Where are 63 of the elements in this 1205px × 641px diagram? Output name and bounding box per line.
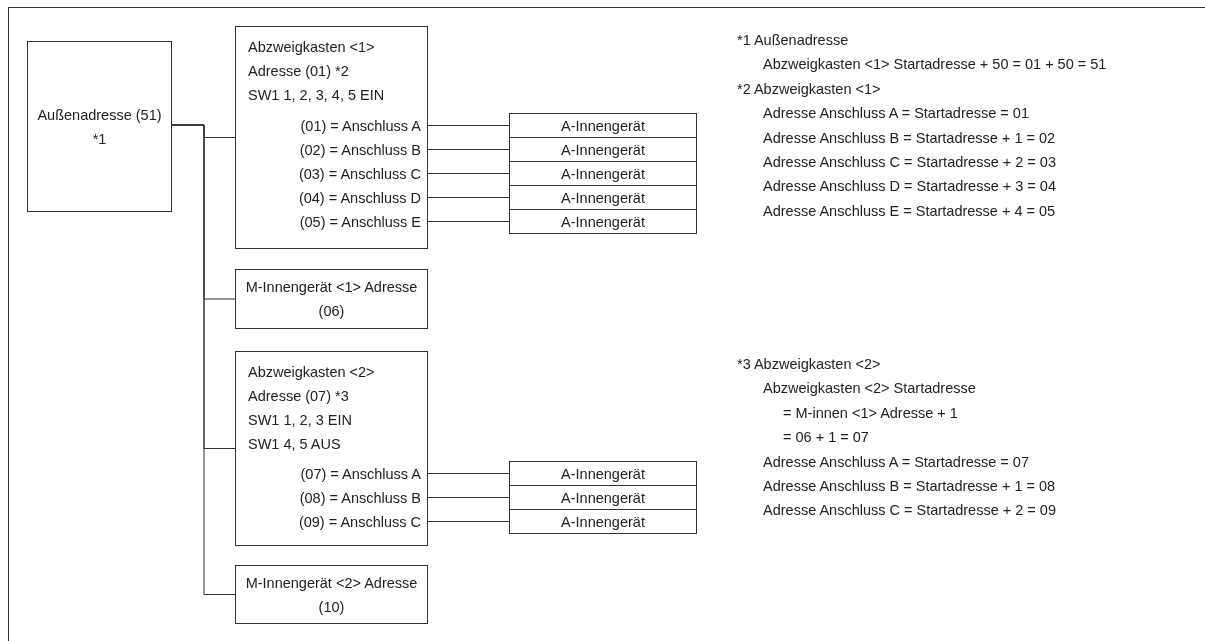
- connector-line: [427, 521, 510, 522]
- port-label: (01) = Anschluss A: [236, 114, 429, 138]
- connector-line: [427, 473, 510, 474]
- port-label: (09) = Anschluss C: [236, 510, 429, 534]
- box-text: A-Innengerät: [561, 488, 645, 508]
- device-box: [235, 269, 428, 329]
- note-text: Adresse Anschluss D = Startadresse + 3 = 04: [763, 177, 1056, 197]
- connector-line: [427, 149, 510, 150]
- box-text: A-Innengerät: [561, 164, 645, 184]
- device-box: [509, 113, 697, 138]
- connector-line: [427, 221, 510, 222]
- box-text: M-Innengerät <1> Adresse (06): [244, 278, 419, 321]
- note-text: Adresse Anschluss A = Startadresse = 01: [763, 104, 1029, 124]
- device-box: [235, 565, 428, 624]
- note-text: Adresse Anschluss A = Startadresse = 07: [763, 452, 1029, 472]
- port-label: (05) = Anschluss E: [236, 210, 429, 234]
- note-text: Adresse Anschluss C = Startadresse + 2 = 03: [763, 153, 1056, 172]
- port-label: (04) = Anschluss D: [236, 186, 429, 210]
- box-text: A-Innengerät: [561, 188, 645, 208]
- connector-line: [427, 125, 510, 126]
- box-text: A-Innengerät: [561, 140, 645, 160]
- box-text: SW1 1, 2, 3 EIN: [248, 411, 352, 430]
- device-box: [509, 485, 697, 510]
- junction-box: [235, 26, 428, 249]
- note-text: *1 Außenadresse: [737, 31, 849, 50]
- device-box: [509, 137, 697, 162]
- note-text: Adresse Anschluss B = Startadresse + 1 = 08: [763, 477, 1056, 496]
- box-text: SW1 4, 5 AUS: [248, 435, 341, 454]
- note-text: Adresse Anschluss B = Startadresse + 1 = 02: [763, 128, 1056, 148]
- junction-box: [235, 351, 428, 546]
- box-text: Adresse (01) *2: [248, 62, 349, 81]
- port-label: (02) = Anschluss B: [236, 138, 429, 162]
- port-label: (03) = Anschluss C: [236, 162, 429, 186]
- box-text: A-Innengerät: [561, 212, 645, 232]
- note-text: = 06 + 1 = 07: [783, 428, 869, 448]
- box-text: M-Innengerät <2> Adresse (10): [244, 573, 419, 617]
- device-box: [509, 509, 697, 534]
- box-text: SW1 1, 2, 3, 4, 5 EIN: [248, 86, 385, 105]
- connector-line: [427, 173, 510, 174]
- device-box: [509, 461, 697, 486]
- port-label: (08) = Anschluss B: [236, 486, 429, 510]
- box-text: A-Innengerät: [561, 512, 645, 532]
- connector-line: [427, 497, 510, 498]
- port-label: (07) = Anschluss A: [236, 462, 429, 486]
- note-text: Adresse Anschluss C = Startadresse + 2 = 09: [763, 501, 1056, 521]
- box-text: Adresse (07) *3: [248, 387, 349, 406]
- connector-line: [171, 124, 236, 595]
- note-text: = M-innen <1> Adresse + 1: [783, 403, 958, 423]
- box-text: Außenadresse (51) *1: [36, 105, 163, 149]
- box-text: Abzweigkasten <2>: [248, 363, 375, 382]
- note-text: *3 Abzweigkasten <2>: [737, 355, 881, 374]
- device-box: [509, 185, 697, 210]
- connector-line: [427, 197, 510, 198]
- box-text: Abzweigkasten <1>: [248, 38, 375, 57]
- note-text: Adresse Anschluss E = Startadresse + 4 = 05: [763, 201, 1056, 221]
- note-text: Abzweigkasten <1> Startadresse + 50 = 01 + 50 = 51: [763, 55, 1107, 75]
- note-text: *2 Abzweigkasten <1>: [737, 79, 881, 99]
- box-text: A-Innengerät: [561, 116, 645, 136]
- device-box: [509, 209, 697, 234]
- device-box: [509, 161, 697, 186]
- box-text: A-Innengerät: [561, 464, 645, 484]
- note-text: Abzweigkasten <2> Startadresse: [763, 379, 976, 399]
- device-box: [27, 41, 172, 212]
